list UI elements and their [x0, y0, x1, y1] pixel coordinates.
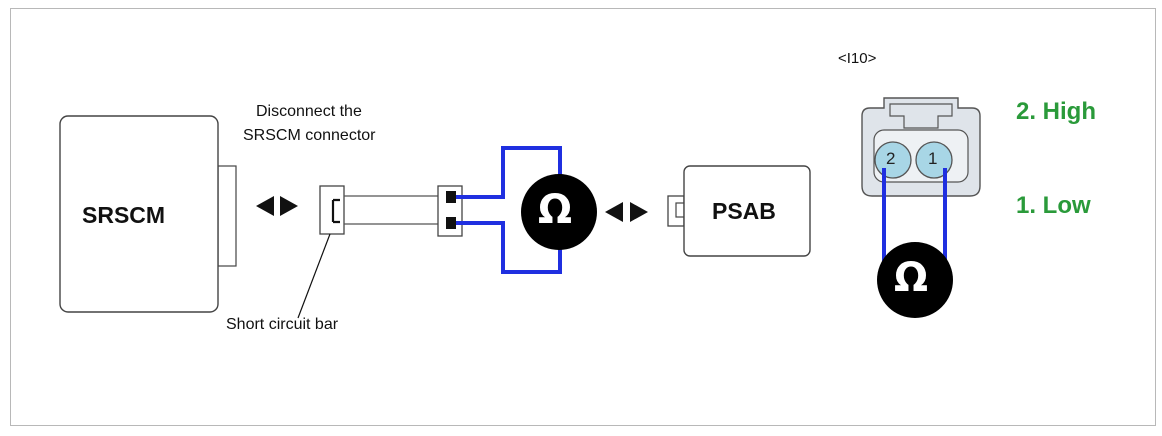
srscm-connector-tab — [217, 165, 237, 267]
pin-2-number: 2 — [886, 149, 896, 168]
ohmmeter-icon — [877, 242, 953, 318]
disconnect-note-line1: Disconnect the — [256, 103, 362, 120]
pin-high-label: 2. High — [1016, 98, 1097, 125]
double-arrow-icon — [605, 202, 648, 222]
double-arrow-icon — [256, 196, 298, 216]
srscm-label: SRSCM — [82, 202, 166, 228]
srscm-box — [59, 115, 219, 313]
psab-label: PSAB — [712, 198, 776, 224]
ohm-symbol: Ω — [538, 187, 573, 233]
ohm-symbol: Ω — [894, 255, 929, 301]
connector-id-label: <I10> — [838, 50, 877, 67]
connector-test-leads — [882, 168, 947, 262]
short-circuit-bar-label: Short circuit bar — [226, 316, 339, 333]
disconnect-note-line2: SRSCM connector — [243, 127, 376, 144]
srscm-module — [59, 115, 237, 313]
short-bar-leader-line — [297, 233, 331, 319]
pin-low-label: 1. Low — [1016, 192, 1091, 219]
harness-connector — [437, 185, 463, 237]
psab-module — [667, 165, 811, 257]
pin-1-number: 1 — [928, 149, 938, 168]
ohmmeter-icon — [521, 174, 597, 250]
short-circuit-bar — [319, 185, 438, 235]
test-leads — [456, 146, 562, 274]
connector-icon — [861, 97, 981, 197]
psab-box — [683, 165, 811, 257]
